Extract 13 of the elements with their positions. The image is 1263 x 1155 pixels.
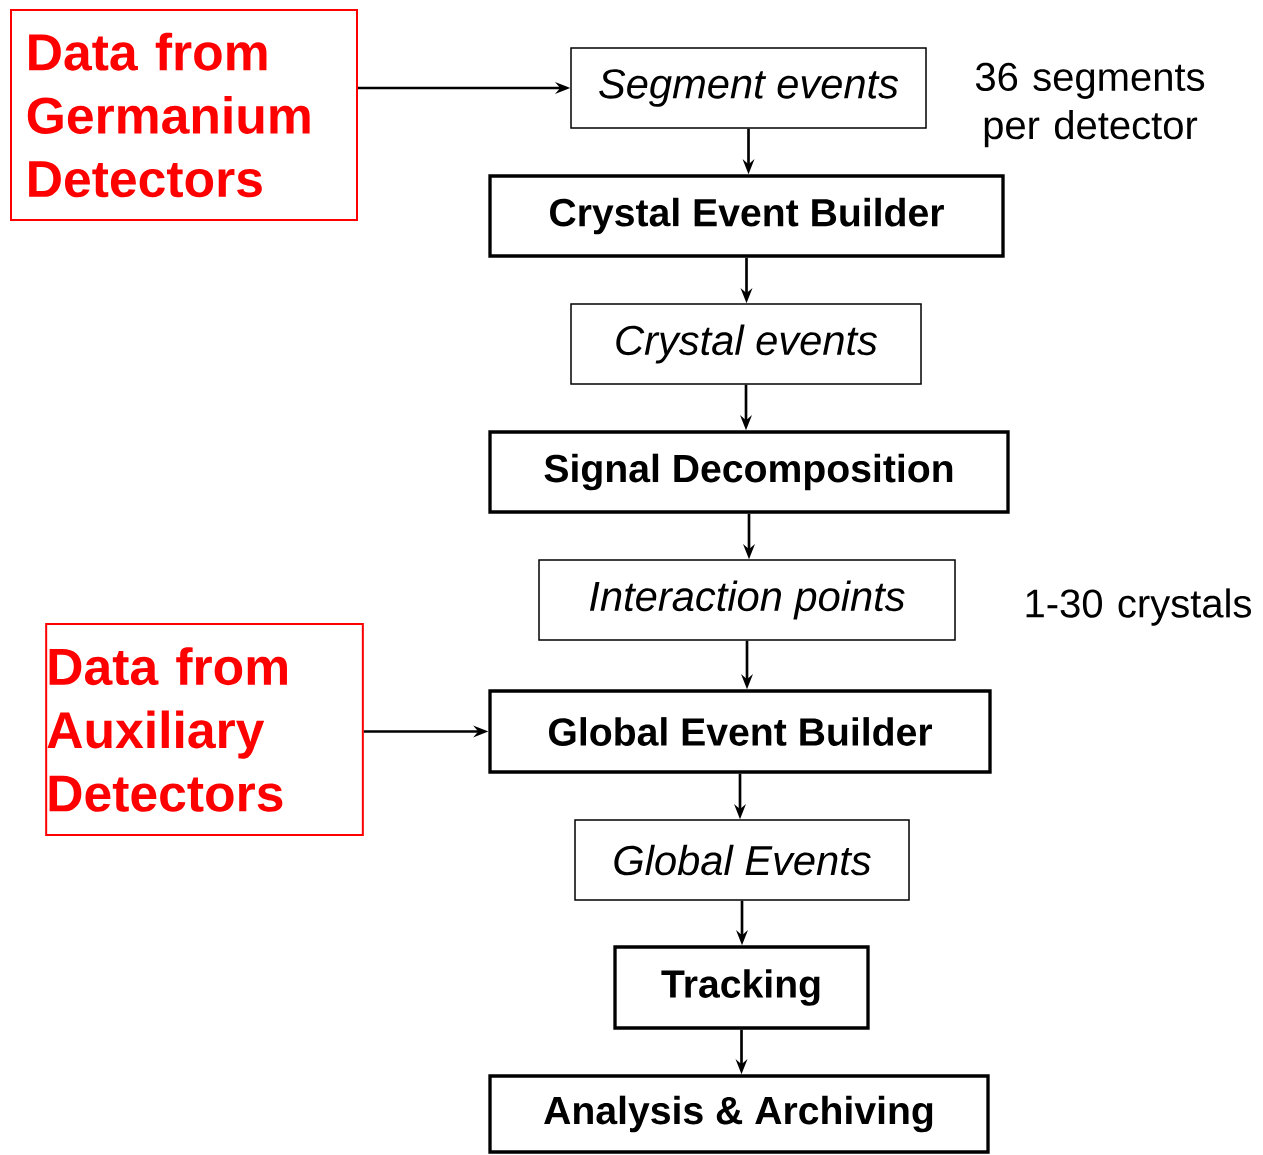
process-box: Signal Decomposition (488, 430, 1010, 514)
process-box: Global Event Builder (488, 689, 992, 774)
process-box: Analysis & Archiving (488, 1074, 990, 1154)
source-box: Data from Auxiliary Detectors (45, 623, 364, 836)
data-box: Global Events (574, 819, 910, 901)
process-box: Tracking (613, 945, 870, 1030)
data-box: Interaction points (538, 559, 956, 641)
note-text: 36 segments per detector (975, 62, 1205, 148)
note-text: 1-30 crystals (1026, 588, 1251, 626)
data-box: Segment events (570, 47, 927, 129)
data-box: Crystal events (570, 303, 922, 385)
source-box: Data from Germanium Detectors (10, 9, 358, 221)
process-box: Crystal Event Builder (488, 174, 1005, 258)
